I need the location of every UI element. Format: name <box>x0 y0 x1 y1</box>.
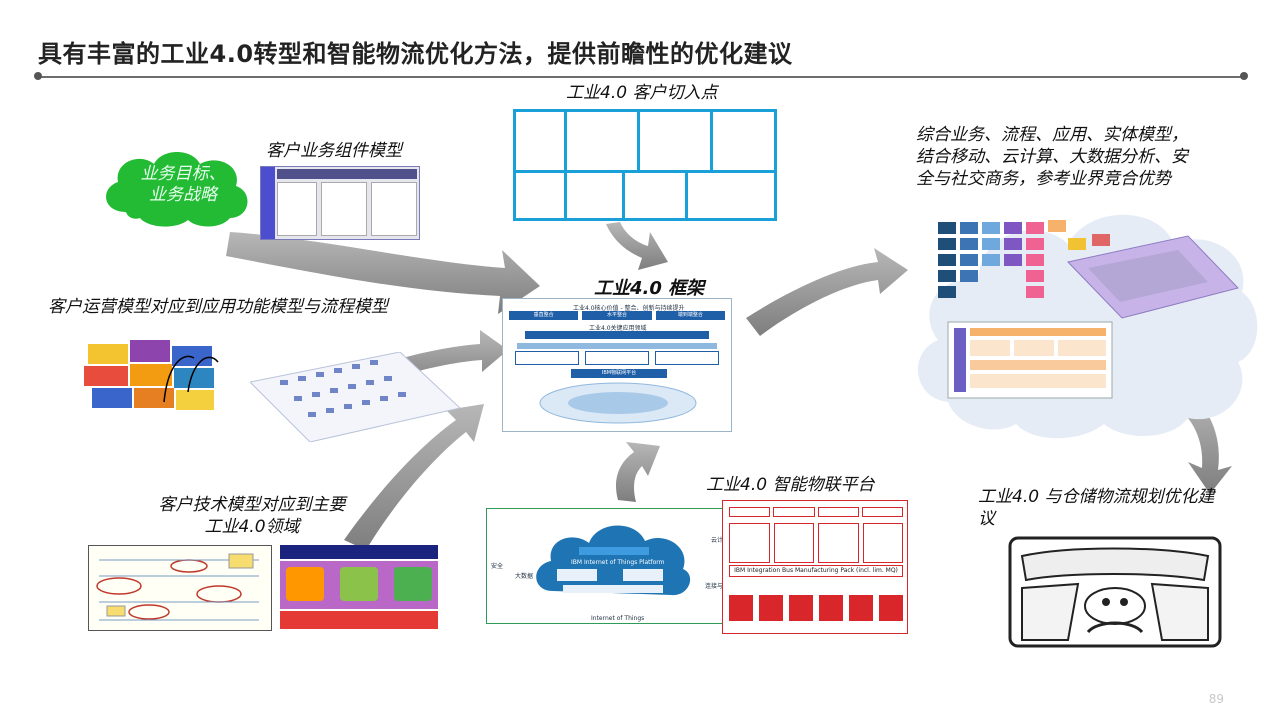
title-divider <box>38 76 1244 78</box>
business-goal-line2: 业务战略 <box>149 185 217 205</box>
component-model-image <box>260 166 420 240</box>
page-number: 89 <box>1208 692 1224 706</box>
driving-road-illustration <box>1008 536 1222 648</box>
label-warehouse-line2: 议 <box>978 509 995 529</box>
framework-header: 工业4.0核心价值 - 整合、创新与持续提升 <box>573 305 685 312</box>
slide-title: 具有丰富的工业4.0转型和智能物流优化方法，提供前瞻性的优化建议 <box>38 40 793 68</box>
label-comprehensive-line3: 全与社交商务，参考业界竞合优势 <box>916 169 1171 189</box>
label-tech-model: 客户技术模型对应到主要 工业4.0领域 <box>142 494 362 538</box>
framework-platform: IBM物联网平台 <box>571 369 667 378</box>
label-comprehensive-line2: 结合移动、云计算、大数据分析、安 <box>916 147 1188 167</box>
divider-right-dot <box>1240 72 1248 80</box>
arrow-framework-to-cloud <box>746 248 908 336</box>
framework-pill-horizontal: 水平整合 <box>582 311 652 320</box>
iot-label-mobile: 连接与移动 <box>705 583 736 590</box>
framework-pill-e2e: 端到端整合 <box>655 311 725 320</box>
iot-cloud-title: IBM Internet of Things Platform <box>571 559 665 566</box>
label-comprehensive: 综合业务、流程、应用、实体模型， 结合移动、云计算、大数据分析、安 全与社交商务… <box>916 124 1216 190</box>
label-warehouse-line1: 工业4.0 与仓储物流规划优化建 <box>978 487 1215 507</box>
label-warehouse: 工业4.0 与仓储物流规划优化建 议 <box>978 486 1238 530</box>
framework-panel: 工业4.0核心价值 - 整合、创新与持续提升 垂直整合 水平整合 端到端整合 工… <box>502 298 732 432</box>
ops-model-cubes <box>84 340 219 410</box>
integration-bus-label: IBM Integration Bus Manufacturing Pack (… <box>729 565 903 577</box>
label-ops-model: 客户运营模型对应到应用功能模型与流程模型 <box>48 297 388 317</box>
label-comprehensive-line1: 综合业务、流程、应用、实体模型， <box>916 125 1188 145</box>
iot-platform-panel: IBM Internet of Things Platform 安全 大数据 云… <box>486 508 738 624</box>
ops-model-process-map <box>250 352 460 442</box>
iot-label-bigdata: 大数据 <box>515 573 534 580</box>
arrow-iot-to-framework <box>615 442 660 502</box>
iot-label-cloud: 云计算 <box>711 537 730 544</box>
arrow-components-to-framework <box>226 232 540 314</box>
business-goal-text: 业务目标、 业务战略 <box>128 164 238 206</box>
label-business-component: 客户业务组件模型 <box>266 141 402 161</box>
divider-left-dot <box>34 72 42 80</box>
arrow-tech-to-framework <box>344 404 484 550</box>
integration-bus-panel: IBM Integration Bus Manufacturing Pack (… <box>722 500 908 634</box>
arrow-entry-to-framework <box>606 222 668 270</box>
label-tech-model-line2: 工业4.0领域 <box>204 517 300 537</box>
integrated-model-cloud <box>917 214 1258 439</box>
iot-label-security: 安全 <box>491 563 504 570</box>
label-tech-model-line1: 客户技术模型对应到主要 <box>158 495 346 515</box>
label-framework: 工业4.0 框架 <box>594 278 705 299</box>
framework-subheader: 工业4.0关键应用领域 <box>589 325 647 332</box>
iot-bottom-label: Internet of Things <box>591 615 645 622</box>
business-goal-line1: 业务目标、 <box>140 164 226 184</box>
tech-model-platform-stack <box>280 545 438 631</box>
label-iot-platform: 工业4.0 智能物联平台 <box>706 475 875 495</box>
tech-model-diagram <box>88 545 272 631</box>
label-entry-points: 工业4.0 客户切入点 <box>566 83 718 103</box>
business-goal-cloud <box>106 152 248 227</box>
framework-pill-vertical: 垂直整合 <box>509 311 579 320</box>
entry-points-panel <box>513 109 777 221</box>
